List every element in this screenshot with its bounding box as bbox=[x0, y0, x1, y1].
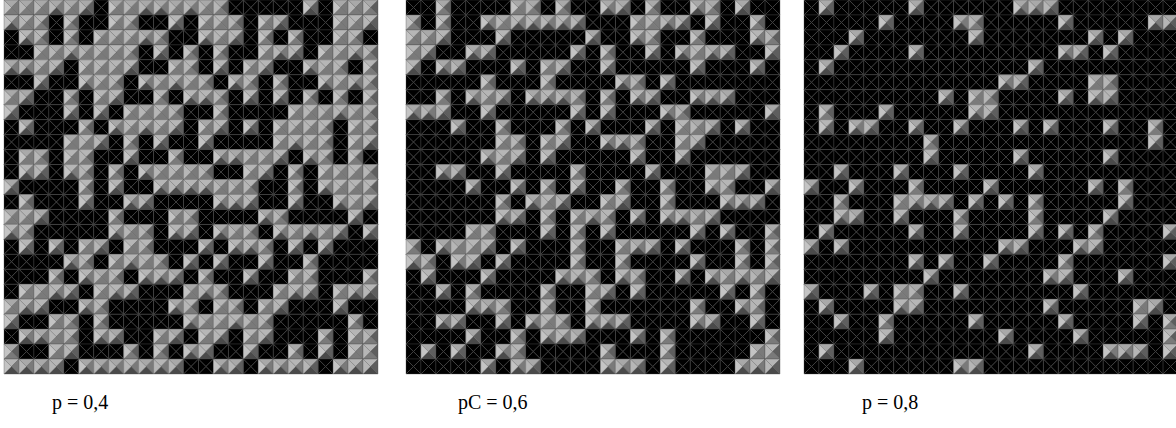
percolation-panel bbox=[4, 0, 378, 374]
